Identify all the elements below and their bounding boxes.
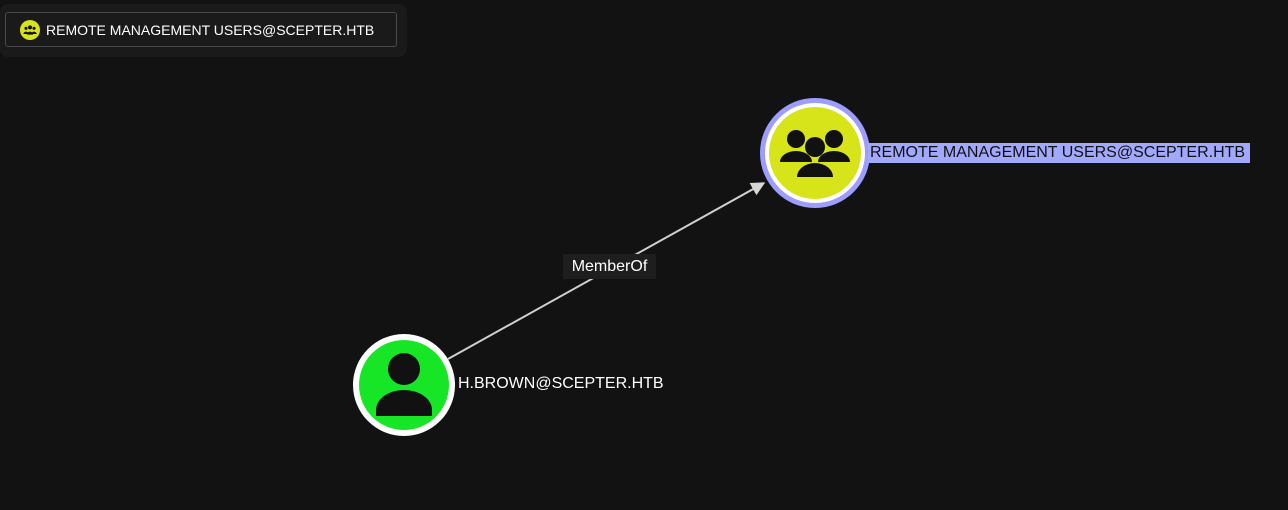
selected-node-label: REMOTE MANAGEMENT USERS@SCEPTER.HTB: [46, 21, 375, 38]
selected-node-chip[interactable]: REMOTE MANAGEMENT USERS@SCEPTER.HTB: [5, 12, 397, 47]
user-node[interactable]: [353, 334, 455, 436]
users-group-icon: [20, 19, 40, 40]
edge-label-text: MemberOf: [571, 257, 648, 275]
edge-label[interactable]: MemberOf: [563, 254, 656, 279]
selected-node-panel: REMOTE MANAGEMENT USERS@SCEPTER.HTB: [0, 4, 407, 57]
group-node[interactable]: [760, 98, 870, 208]
user-icon: [376, 353, 432, 416]
users-group-icon: [780, 130, 850, 177]
user-node-label[interactable]: H.BROWN@SCEPTER.HTB: [458, 375, 664, 392]
group-node-label[interactable]: REMOTE MANAGEMENT USERS@SCEPTER.HTB: [868, 143, 1251, 163]
